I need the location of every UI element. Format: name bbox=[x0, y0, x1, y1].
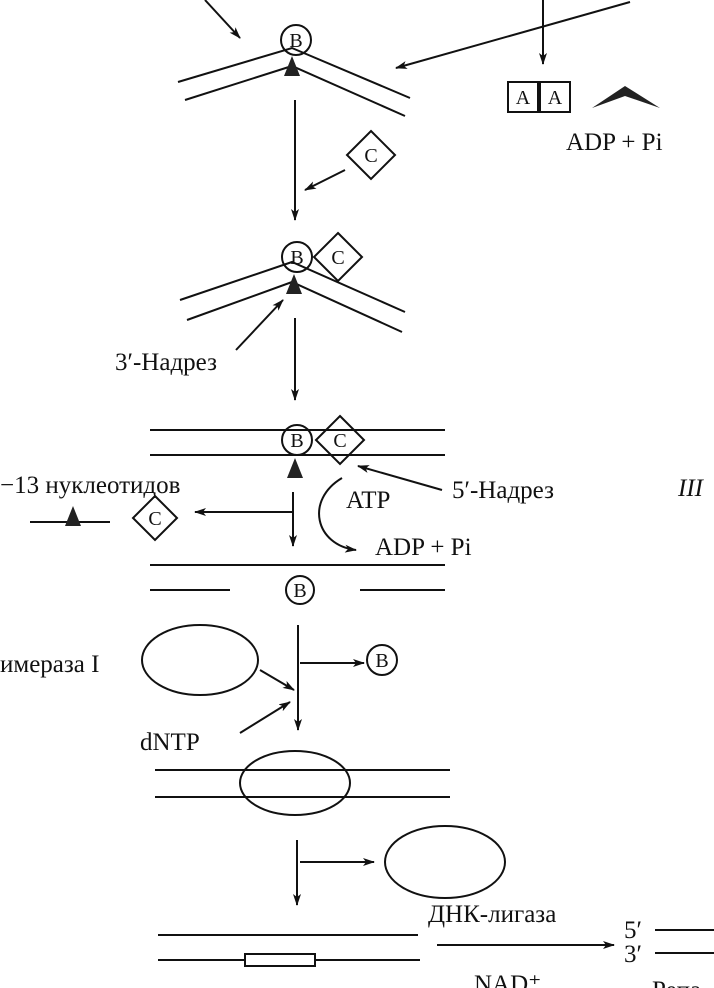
protein-c-label: C bbox=[148, 508, 161, 530]
polymerase-ellipse bbox=[239, 750, 351, 816]
adp-pi-label: ADP + Pi bbox=[566, 129, 663, 156]
protein-c-diamond bbox=[345, 129, 397, 181]
protein-b-label: B bbox=[293, 580, 306, 602]
protein-b-circle bbox=[285, 575, 315, 605]
protein-a-label: A bbox=[548, 87, 563, 109]
end3-label: 3′ bbox=[624, 941, 642, 968]
protein-b-label: B bbox=[290, 430, 303, 452]
protein-b-circle bbox=[366, 644, 398, 676]
arrow bbox=[239, 701, 291, 734]
ligase-label: ДНК-лигаза bbox=[428, 901, 556, 928]
protein-c-diamond bbox=[312, 231, 364, 283]
protein-b-circle bbox=[281, 241, 313, 273]
new-segment-box bbox=[244, 953, 316, 967]
protein-a-box bbox=[539, 81, 571, 113]
polymerase-ellipse bbox=[141, 624, 259, 696]
protein-b-label: B bbox=[290, 247, 303, 269]
protein-b-circle bbox=[281, 424, 313, 456]
arrow bbox=[395, 1, 631, 69]
protein-c-diamond bbox=[314, 414, 366, 466]
lesion-triangle-icon bbox=[284, 56, 300, 76]
adp-pi-label: ADP + Pi bbox=[375, 534, 472, 561]
dntp-label: dNTP bbox=[140, 729, 200, 756]
dna-bent-2 bbox=[179, 260, 406, 333]
lesion-triangle-icon bbox=[65, 506, 81, 526]
protein-c-label: C bbox=[331, 247, 344, 269]
protein-c-label: C bbox=[364, 145, 377, 167]
atp-label: ATP bbox=[346, 487, 390, 514]
arrow bbox=[259, 669, 295, 691]
arrow bbox=[304, 169, 346, 191]
arrow bbox=[357, 465, 443, 491]
arrow bbox=[235, 299, 284, 351]
protein-a-box bbox=[507, 81, 539, 113]
lesion-triangle-icon bbox=[287, 458, 303, 478]
nick3-label: 3′-Надрез bbox=[115, 349, 217, 376]
protein-b-label: B bbox=[289, 30, 302, 52]
nucleotides-label: −13 нуклеотидов bbox=[0, 472, 180, 499]
nad-label: NAD⁺ bbox=[474, 971, 541, 988]
curved-arrow bbox=[318, 477, 357, 553]
protein-b-label: B bbox=[375, 650, 388, 672]
chevron-shape-icon bbox=[592, 86, 660, 108]
lesion-triangle-icon bbox=[286, 274, 302, 294]
stage-label: III bbox=[677, 475, 705, 502]
end5-label: 5′ bbox=[624, 917, 642, 944]
nick5-label: 5′-Надрез bbox=[452, 477, 554, 504]
protein-c-label: C bbox=[333, 430, 346, 452]
repair-label: Репа bbox=[652, 977, 701, 988]
incoming-arrow bbox=[204, 0, 241, 39]
protein-b-circle bbox=[280, 24, 312, 56]
polymerase-label: имераза I bbox=[0, 651, 99, 678]
polymerase-ellipse bbox=[384, 825, 506, 899]
protein-a-label: A bbox=[516, 87, 531, 109]
protein-c-diamond bbox=[131, 494, 179, 542]
